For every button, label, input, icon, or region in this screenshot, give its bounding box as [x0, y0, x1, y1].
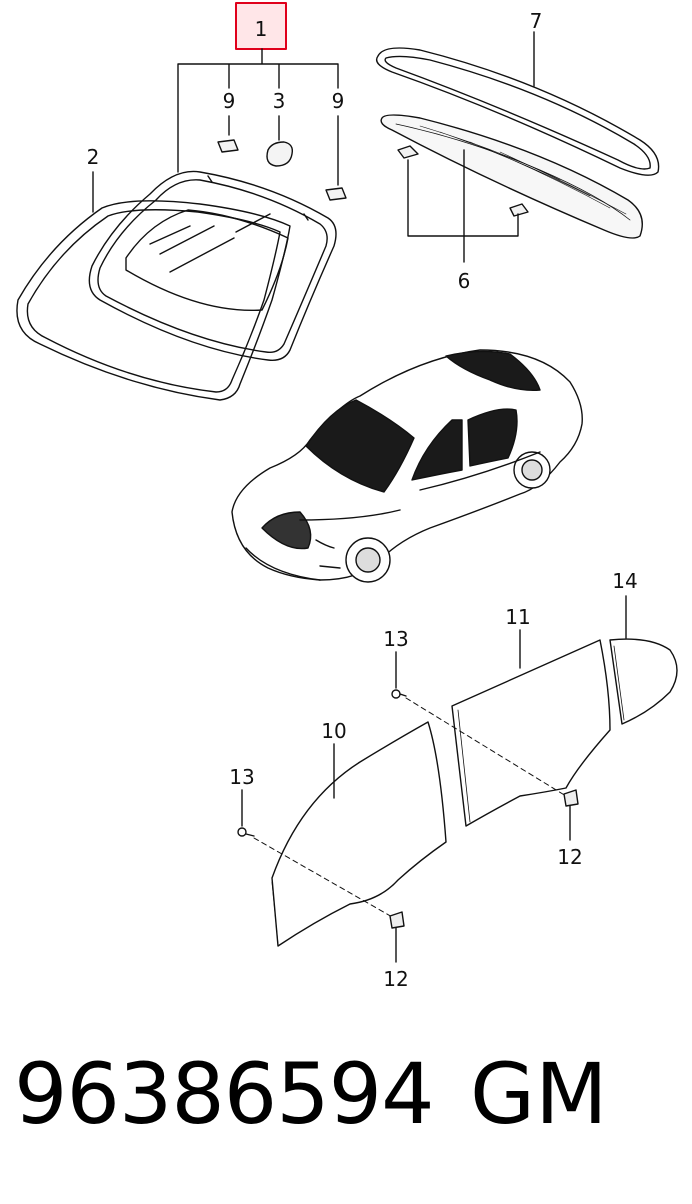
- clip-9-left: [217, 139, 239, 153]
- clip-6-right: [509, 203, 529, 217]
- callout-6[interactable]: 6: [458, 269, 471, 293]
- part-number-label: 96386594: [14, 1045, 435, 1143]
- clip-6-left: [397, 145, 419, 159]
- clip-12-bottom: [389, 911, 405, 929]
- bolt-13-bottom: [237, 827, 255, 837]
- callout-1-highlight-box[interactable]: [235, 2, 287, 50]
- car-windshield-dark: [305, 399, 415, 493]
- callout-11[interactable]: 11: [505, 605, 530, 629]
- car-side-window-front: [411, 419, 463, 481]
- callout-14[interactable]: 14: [612, 569, 637, 593]
- brand-label: GM: [470, 1045, 608, 1143]
- windshield-molding-2: [16, 200, 291, 401]
- callout-10[interactable]: 10: [321, 719, 346, 743]
- callout-12-bottom[interactable]: 12: [383, 967, 408, 991]
- sedan-car-illustration: [231, 349, 583, 583]
- bolt-13-top: [391, 689, 407, 699]
- windshield-glass-1: [88, 170, 337, 361]
- clip-12-top: [563, 789, 579, 807]
- rear-door-glass-11: [451, 639, 611, 827]
- callout-13-top[interactable]: 13: [383, 627, 408, 651]
- mirror-pad-3: [266, 141, 294, 167]
- quarter-glass-14: [609, 638, 678, 725]
- callout-3[interactable]: 3: [273, 89, 286, 113]
- clip-9-right: [325, 187, 347, 201]
- callout-7[interactable]: 7: [530, 9, 543, 33]
- leader-6: [407, 149, 519, 263]
- leader-1: [177, 48, 339, 173]
- callout-2[interactable]: 2: [87, 145, 100, 169]
- callout-13-bottom[interactable]: 13: [229, 765, 254, 789]
- rear-window-molding-7: [375, 47, 660, 176]
- front-door-glass-10: [271, 721, 447, 947]
- rear-glass-6: [380, 114, 643, 239]
- car-rear-window-dark: [445, 350, 541, 391]
- callout-12-top[interactable]: 12: [557, 845, 582, 869]
- car-side-window-rear: [467, 408, 518, 467]
- callout-9-right[interactable]: 9: [332, 89, 345, 113]
- callout-9-left[interactable]: 9: [223, 89, 236, 113]
- callout-1[interactable]: 1: [255, 17, 268, 41]
